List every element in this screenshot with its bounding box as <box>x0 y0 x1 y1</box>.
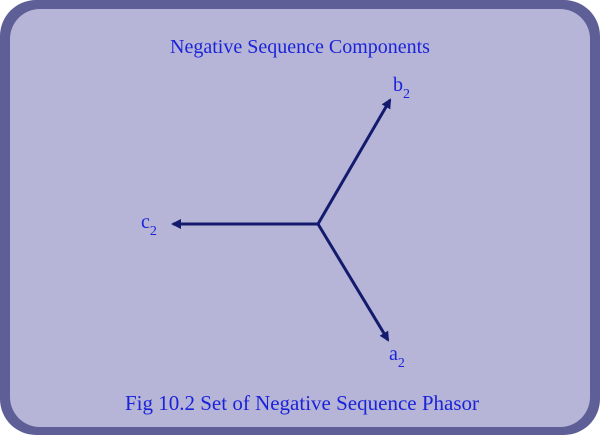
diagram-panel <box>10 9 590 427</box>
phasor-b-arrow <box>316 98 392 225</box>
phasor-a-subscript: 2 <box>398 356 405 371</box>
phasor-b-letter: b <box>393 74 403 96</box>
phasor-c-letter: c <box>141 211 150 233</box>
diagram-title: Negative Sequence Components <box>170 36 430 58</box>
phasor-c-label: c2 <box>141 211 157 239</box>
phasor-c-subscript: 2 <box>150 224 157 239</box>
phasor-a-arrow <box>316 223 390 342</box>
phasor-a-label: a2 <box>389 343 405 371</box>
phasor-b-subscript: 2 <box>403 87 410 102</box>
diagram-caption: Fig 10.2 Set of Negative Sequence Phasor <box>125 391 479 415</box>
phasor-a-letter: a <box>389 343 398 365</box>
phasor-b-label: b2 <box>393 74 410 102</box>
